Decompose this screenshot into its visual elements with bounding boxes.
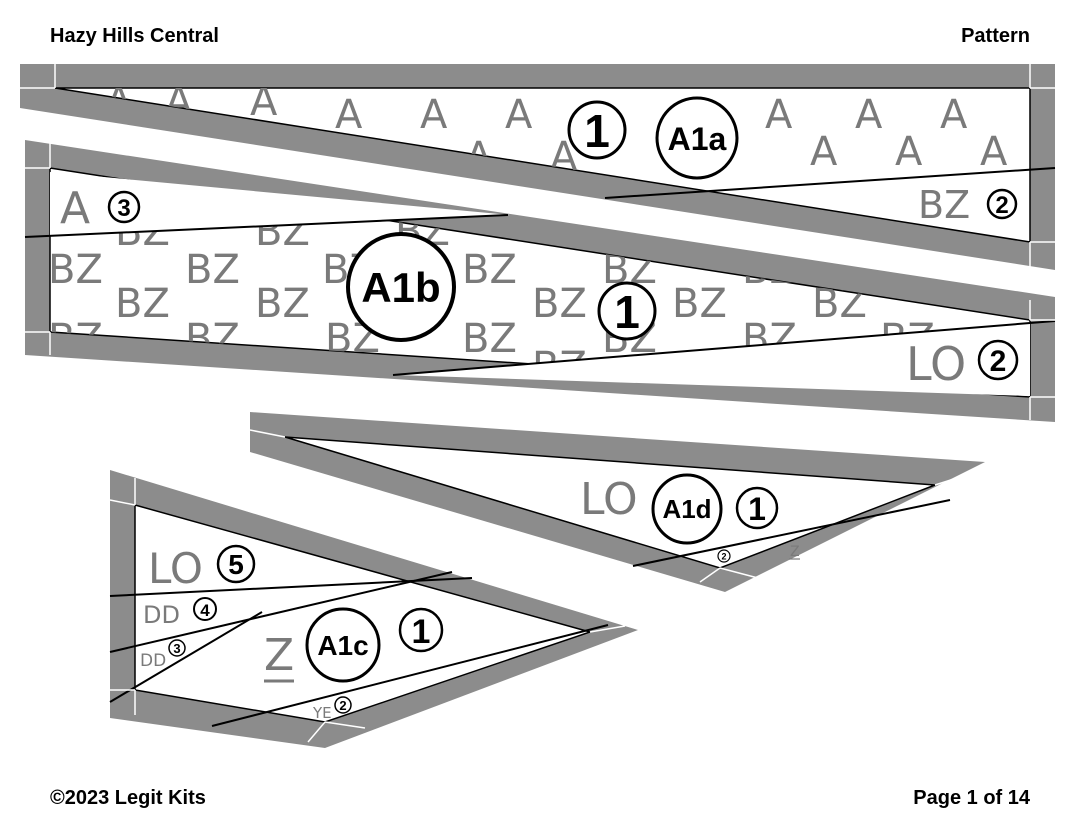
piece-number-a1c-3 xyxy=(168,639,186,657)
svg-text:A: A xyxy=(335,92,363,138)
section-label-text-a1a: A1a xyxy=(668,121,727,157)
fabric-label-a1c-1: Z xyxy=(264,630,294,681)
svg-text:BZ: BZ xyxy=(255,281,310,327)
svg-text:A: A xyxy=(505,92,533,138)
copyright-notice: ©2023 Legit Kits xyxy=(50,787,206,809)
piece-number-text-a1c-3: 3 xyxy=(173,641,180,656)
seam-line-a1d-1 xyxy=(632,499,951,567)
seam-line-a1c-2 xyxy=(211,624,609,727)
svg-text:BZ: BZ xyxy=(185,247,240,293)
section-label-text-a1c: A1c xyxy=(317,630,368,661)
fabric-label-a1d-2: Z xyxy=(790,544,800,560)
piece-number-a1b-1 xyxy=(597,281,657,341)
svg-text:BZ: BZ xyxy=(48,247,103,293)
svg-text:A: A xyxy=(855,92,883,138)
piece-number-text-a1d-1: 1 xyxy=(748,491,766,527)
section-label-text-a1b: A1b xyxy=(361,264,440,311)
fabric-label-a1b-2: LO xyxy=(906,337,966,391)
svg-text:A: A xyxy=(250,79,278,125)
svg-text:A: A xyxy=(980,129,1008,175)
piece-number-a1c-4 xyxy=(193,597,217,621)
section-a1c: LO 5 DD 4 DD 3 Z A1c 1 YE 2 xyxy=(109,470,638,748)
svg-text:A: A xyxy=(940,92,968,138)
piece-number-text-a1c-1: 1 xyxy=(412,613,431,651)
corner-marks xyxy=(20,64,1055,743)
piece-number-a1a-2 xyxy=(986,188,1018,220)
section-a1d: LO A1d 1 2 Z xyxy=(250,412,985,592)
svg-text:BZ: BZ xyxy=(462,247,517,293)
svg-text:A: A xyxy=(765,92,793,138)
section-label-a1a xyxy=(655,96,739,180)
document-type: Pattern xyxy=(961,25,1030,47)
svg-text:BZ: BZ xyxy=(672,281,727,327)
page-number: Page 1 of 14 xyxy=(913,787,1030,809)
section-a1b: BZ BZ BZ BZ BZ BZ BZ BZ BZ BZ BZ BZ BZ B… xyxy=(24,140,1056,422)
piece-number-a1b-3 xyxy=(107,190,141,224)
fabric-label-a1b-3: A xyxy=(60,183,90,234)
fabric-label-a1d-1: LO xyxy=(580,474,638,525)
svg-text:A: A xyxy=(810,129,838,175)
fabric-label-a1c-4: DD xyxy=(143,601,180,629)
seam-line-a1b-3 xyxy=(24,214,509,238)
piece-number-text-a1c-2: 2 xyxy=(339,698,346,713)
svg-text:BZ: BZ xyxy=(462,316,517,362)
piece-area-a1b-2 xyxy=(395,322,1030,396)
piece-number-text-a1b-1: 1 xyxy=(614,286,640,338)
seam-line-a1a-1 xyxy=(604,167,1056,199)
seam-line-a1c-3 xyxy=(109,611,263,703)
piece-number-text-a1b-2: 2 xyxy=(990,345,1007,378)
pattern-title: Hazy Hills Central xyxy=(50,25,219,47)
piece-number-a1b-2 xyxy=(977,339,1019,381)
piece-number-a1c-5 xyxy=(216,544,256,584)
piece-number-text-a1a-1: 1 xyxy=(584,105,610,157)
svg-text:BZ: BZ xyxy=(115,281,170,327)
section-label-a1d xyxy=(651,473,723,545)
section-label-text-a1d: A1d xyxy=(662,494,711,524)
piece-number-text-a1c-4: 4 xyxy=(200,601,210,620)
svg-text:BZ: BZ xyxy=(532,281,587,327)
piece-number-a1c-1 xyxy=(398,607,444,653)
seam-line-a1c-4 xyxy=(109,571,453,653)
piece-number-a1a-1 xyxy=(567,100,627,160)
fabric-label-a1c-2: YE xyxy=(312,704,332,722)
section-label-a1c xyxy=(305,607,381,683)
piece-number-a1c-2 xyxy=(334,696,352,714)
section-label-a1b xyxy=(346,232,456,342)
piece-area-a1a xyxy=(54,87,1031,243)
fabric-label-a1c-5: LO xyxy=(148,544,203,593)
piece-number-text-a1b-3: 3 xyxy=(117,195,130,222)
fabric-label-a1c-3: DD xyxy=(140,651,166,671)
piece-number-text-a1c-5: 5 xyxy=(228,549,244,580)
piece-number-a1d-1 xyxy=(735,486,779,530)
section-a1a: A A A A A A A A A A A A A A BZ 2 1 A1a xyxy=(20,64,1056,270)
seam-line-a1b-2 xyxy=(392,320,1056,376)
piece-number-text-a1d-2: 2 xyxy=(721,552,726,562)
svg-text:A: A xyxy=(895,129,923,175)
piece-number-a1d-2 xyxy=(717,549,731,563)
fabric-label-a1a-2: BZ xyxy=(918,183,970,227)
piece-number-text-a1a-2: 2 xyxy=(995,192,1008,219)
svg-text:A: A xyxy=(420,92,448,138)
